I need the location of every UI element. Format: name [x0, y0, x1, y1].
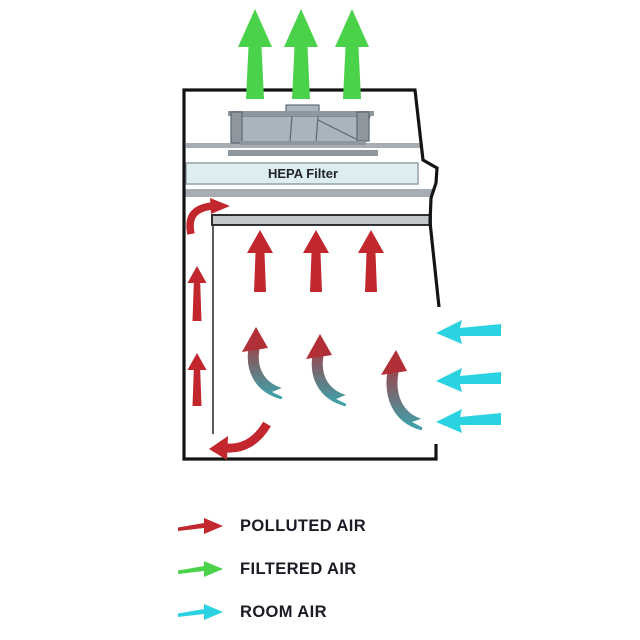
filtered-air-arrow — [284, 9, 318, 99]
polluted-air-arrow-channel — [187, 353, 207, 406]
polluted-air-arrow — [247, 230, 273, 292]
mixed-air-arrow-head — [306, 334, 332, 359]
mixed-air-arrow — [386, 365, 425, 431]
legend-label-filtered: FILTERED AIR — [240, 560, 357, 578]
polluted-air-arrow-icon — [178, 518, 223, 534]
mixed-air-arrow-tail-notch — [412, 416, 431, 432]
fan-scroll-line — [317, 119, 357, 140]
fan-unit — [228, 104, 374, 145]
legend-row-room: ROOM AIR — [176, 600, 496, 624]
filtered-air-arrows — [238, 9, 369, 99]
polluted-air-arrows — [186, 198, 384, 460]
filtered-air-arrow — [238, 9, 272, 99]
fan-base — [240, 141, 366, 145]
polluted-air-arrow — [358, 230, 384, 292]
polluted-air-arrow-channel — [187, 266, 207, 321]
fan-divider-left — [289, 115, 293, 143]
fan-shelf — [186, 143, 420, 148]
mixed-air-arrow — [247, 342, 285, 400]
recirculation-arrow-bottom-head — [209, 436, 228, 460]
fan-plinth — [228, 150, 378, 156]
plenum-strip — [185, 189, 433, 197]
room-air-arrows — [436, 320, 501, 433]
legend-label-room: ROOM AIR — [240, 603, 327, 621]
room-air-arrow — [436, 368, 501, 392]
mixed-air-arrow-head — [381, 350, 407, 375]
recirculation-arrow-top — [186, 202, 213, 235]
legend-label-polluted: POLLUTED AIR — [240, 517, 367, 535]
room-air-arrow — [436, 320, 501, 344]
mixed-airflow-arrows — [242, 327, 431, 432]
hepa-filter-label: HEPA Filter — [268, 166, 338, 181]
fan-top-rail — [228, 111, 374, 116]
legend-row-polluted: POLLUTED AIR — [176, 514, 496, 538]
fan-left-plate — [230, 111, 243, 144]
cabinet-outline — [182, 88, 441, 461]
mixed-air-arrow-tail-notch — [272, 385, 291, 401]
mixed-air-arrow-tail-notch — [336, 392, 355, 408]
mixed-air-arrow — [311, 349, 349, 407]
recirculation-arrow-top-head — [210, 198, 230, 214]
filtered-air-arrow — [335, 9, 369, 99]
legend: POLLUTED AIR FILTERED AIR ROOM AIR — [176, 514, 496, 640]
cabinet-structure — [185, 143, 433, 434]
legend-row-filtered: FILTERED AIR — [176, 557, 496, 581]
chamber-top-bar — [211, 214, 432, 226]
recirculation-arrow-bottom — [226, 421, 271, 453]
filtered-air-arrow-icon — [178, 561, 223, 577]
fan-divider-right — [315, 115, 319, 143]
hepa-filter-band — [185, 162, 419, 185]
room-air-arrow — [436, 409, 501, 433]
fan-body — [232, 115, 371, 143]
fan-right-plate — [356, 111, 370, 142]
room-air-arrow-icon — [178, 604, 223, 620]
mixed-air-arrow-head — [242, 327, 268, 352]
polluted-air-arrow — [303, 230, 329, 292]
